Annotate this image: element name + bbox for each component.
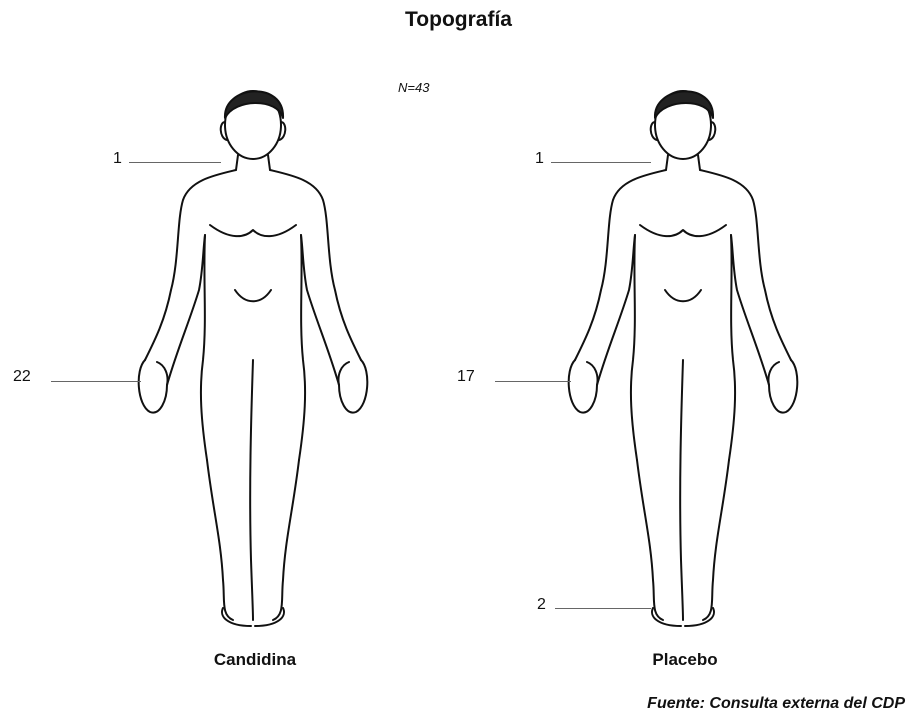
leader-hand	[495, 381, 571, 382]
count-hand: 22	[13, 368, 31, 386]
count-hand: 17	[457, 368, 475, 386]
leader-neck	[551, 162, 651, 163]
figure-placebo: 1 17 2 Placebo	[525, 60, 845, 680]
body-outline-candidina	[95, 60, 415, 680]
figure-candidina: 1 22 Candidina	[95, 60, 415, 680]
leader-foot	[555, 608, 651, 609]
caption-placebo: Placebo	[585, 650, 785, 670]
leader-hand	[51, 381, 141, 382]
leader-neck	[129, 162, 221, 163]
count-neck: 1	[113, 150, 122, 168]
source-note: Fuente: Consulta externa del CDP	[647, 695, 905, 713]
diagram-title: Topografía	[0, 8, 917, 32]
body-outline-placebo	[525, 60, 845, 680]
caption-candidina: Candidina	[155, 650, 355, 670]
count-foot: 2	[537, 596, 546, 614]
count-neck: 1	[535, 150, 544, 168]
